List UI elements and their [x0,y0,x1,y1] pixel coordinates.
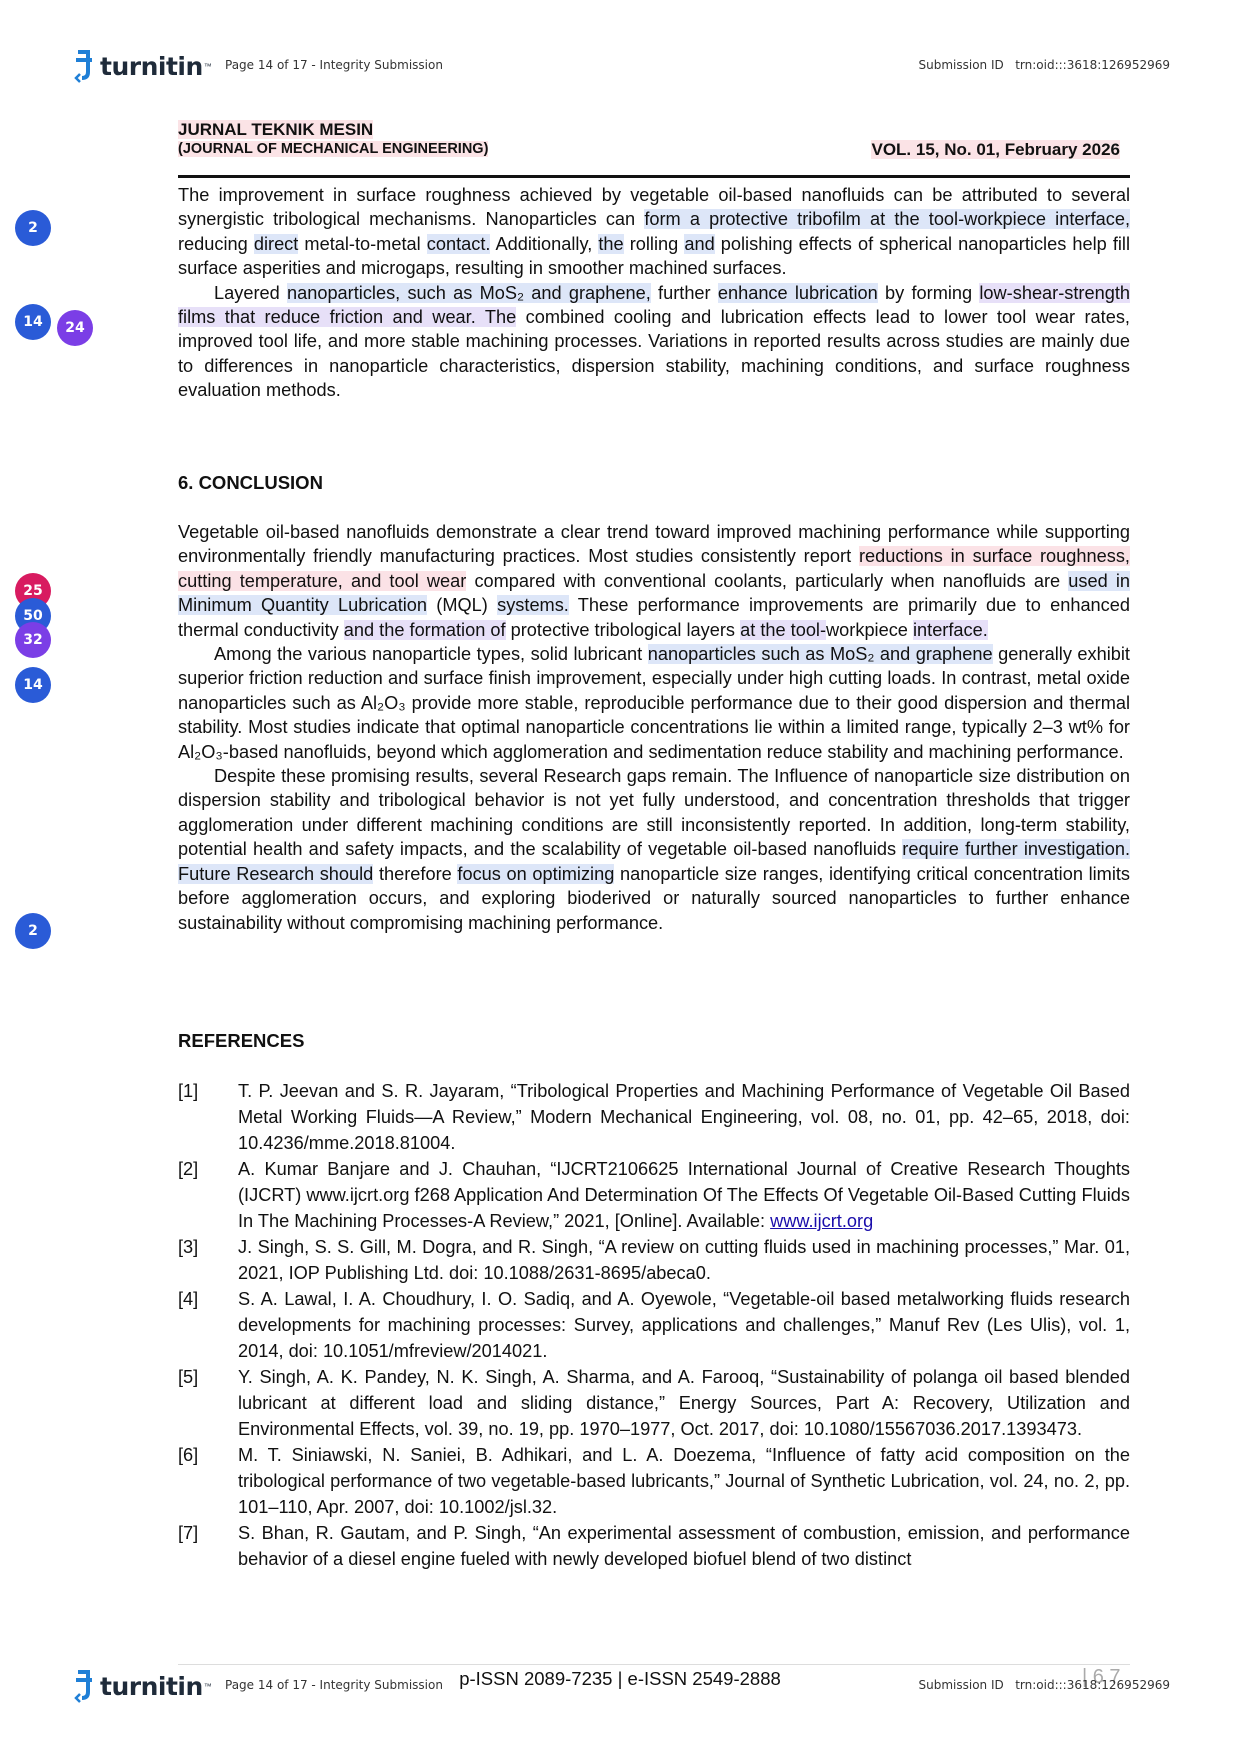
conclusion-paragraph-1: Vegetable oil-based nanofluids demonstra… [178,522,1130,640]
reference-link[interactable]: www.ijcrt.org [770,1211,874,1231]
discussion-paragraph-1: The improvement in surface roughness ach… [178,185,1131,279]
source-badge[interactable]: 14 [15,667,51,703]
conclusion-section: Vegetable oil-based nanofluids demonstra… [178,520,1130,935]
match-highlight[interactable]: at the tool- [740,619,827,640]
header-rule [178,175,1130,178]
trademark-mark: ™ [203,61,212,71]
footer-page-number: | 6 7 [1082,1666,1121,1688]
references-heading: REFERENCES [178,1030,305,1051]
conclusion-heading: 6. CONCLUSION [178,472,323,493]
turnitin-footer: turnitin ™ Page 14 of 17 - Integrity Sub… [0,1660,1240,1720]
match-highlight[interactable]: contact. [426,233,491,254]
journal-title: JURNAL TEKNIK MESIN [178,120,374,139]
source-badge[interactable]: 14 [15,304,51,340]
turnitin-logo: turnitin ™ [74,46,212,86]
turnitin-logo-icon [74,50,92,83]
source-badge[interactable]: 32 [15,622,51,658]
match-highlight[interactable]: form a protective tribofilm at the tool-… [644,209,1130,230]
reference-item: [6]M. T. Siniawski, N. Saniei, B. Adhika… [178,1445,1130,1517]
match-highlight[interactable]: and [684,233,715,254]
turnitin-logo-text: turnitin [100,51,203,81]
reference-list: [1]T. P. Jeevan and S. R. Jayaram, “Trib… [178,1078,1130,1572]
trademark-mark: ™ [203,1681,212,1691]
journal-header: JURNAL TEKNIK MESIN (JOURNAL OF MECHANIC… [178,120,1130,159]
reference-item: [1]T. P. Jeevan and S. R. Jayaram, “Trib… [178,1081,1130,1153]
submission-id: Submission ID trn:oid:::3618:126952969 [918,58,1170,72]
page-indicator: Page 14 of 17 - Integrity Submission [225,1678,443,1692]
turnitin-logo-icon [74,1670,92,1703]
source-badge[interactable]: 2 [15,210,51,246]
turnitin-logo-text: turnitin [100,1671,203,1701]
source-badge[interactable]: 24 [57,310,93,346]
page-indicator: Page 14 of 17 - Integrity Submission [225,58,443,72]
match-highlight[interactable]: systems. [497,595,569,616]
match-highlight[interactable]: enhance lubrication [717,282,878,303]
reference-item: [2]A. Kumar Banjare and J. Chauhan, “IJC… [178,1159,1130,1231]
match-highlight[interactable]: direct [253,233,299,254]
match-highlight[interactable]: interface. [912,619,988,640]
footer-issn: p-ISSN 2089-7235 | e-ISSN 2549-2888 [459,1668,781,1689]
reference-item: [7]S. Bhan, R. Gautam, and P. Singh, “An… [178,1523,1130,1569]
discussion-paragraph-2: Layered nanoparticles, such as MoS₂ and … [178,282,1131,401]
match-highlight[interactable]: and the formation of [343,619,506,640]
turnitin-logo: turnitin ™ [74,1666,212,1706]
reference-item: [3]J. Singh, S. S. Gill, M. Dogra, and R… [178,1237,1130,1283]
source-badge[interactable]: 2 [15,913,51,949]
footer-rule [178,1664,1130,1665]
discussion-section: The improvement in surface roughness ach… [178,183,1131,403]
conclusion-paragraph-3: Despite these promising results, several… [178,766,1131,933]
match-highlight[interactable]: nanoparticles, such as MoS₂ and graphene… [286,282,651,303]
submission-id: Submission ID trn:oid:::3618:126952969 [918,1678,1170,1692]
journal-subtitle: (JOURNAL OF MECHANICAL ENGINEERING) [178,141,489,157]
conclusion-paragraph-2: Among the various nanoparticle types, so… [178,644,1130,762]
match-highlight[interactable]: the [598,233,624,254]
reference-item: [5]Y. Singh, A. K. Pandey, N. K. Singh, … [178,1367,1130,1439]
journal-volume: VOL. 15, No. 01, February 2026 [871,140,1120,159]
match-highlight[interactable]: nanoparticles such as MoS₂ and graphene [647,644,993,665]
reference-item: [4]S. A. Lawal, I. A. Choudhury, I. O. S… [178,1289,1130,1361]
match-highlight[interactable]: focus on optimizing [457,863,615,884]
turnitin-header: turnitin ™ Page 14 of 17 - Integrity Sub… [0,40,1240,100]
